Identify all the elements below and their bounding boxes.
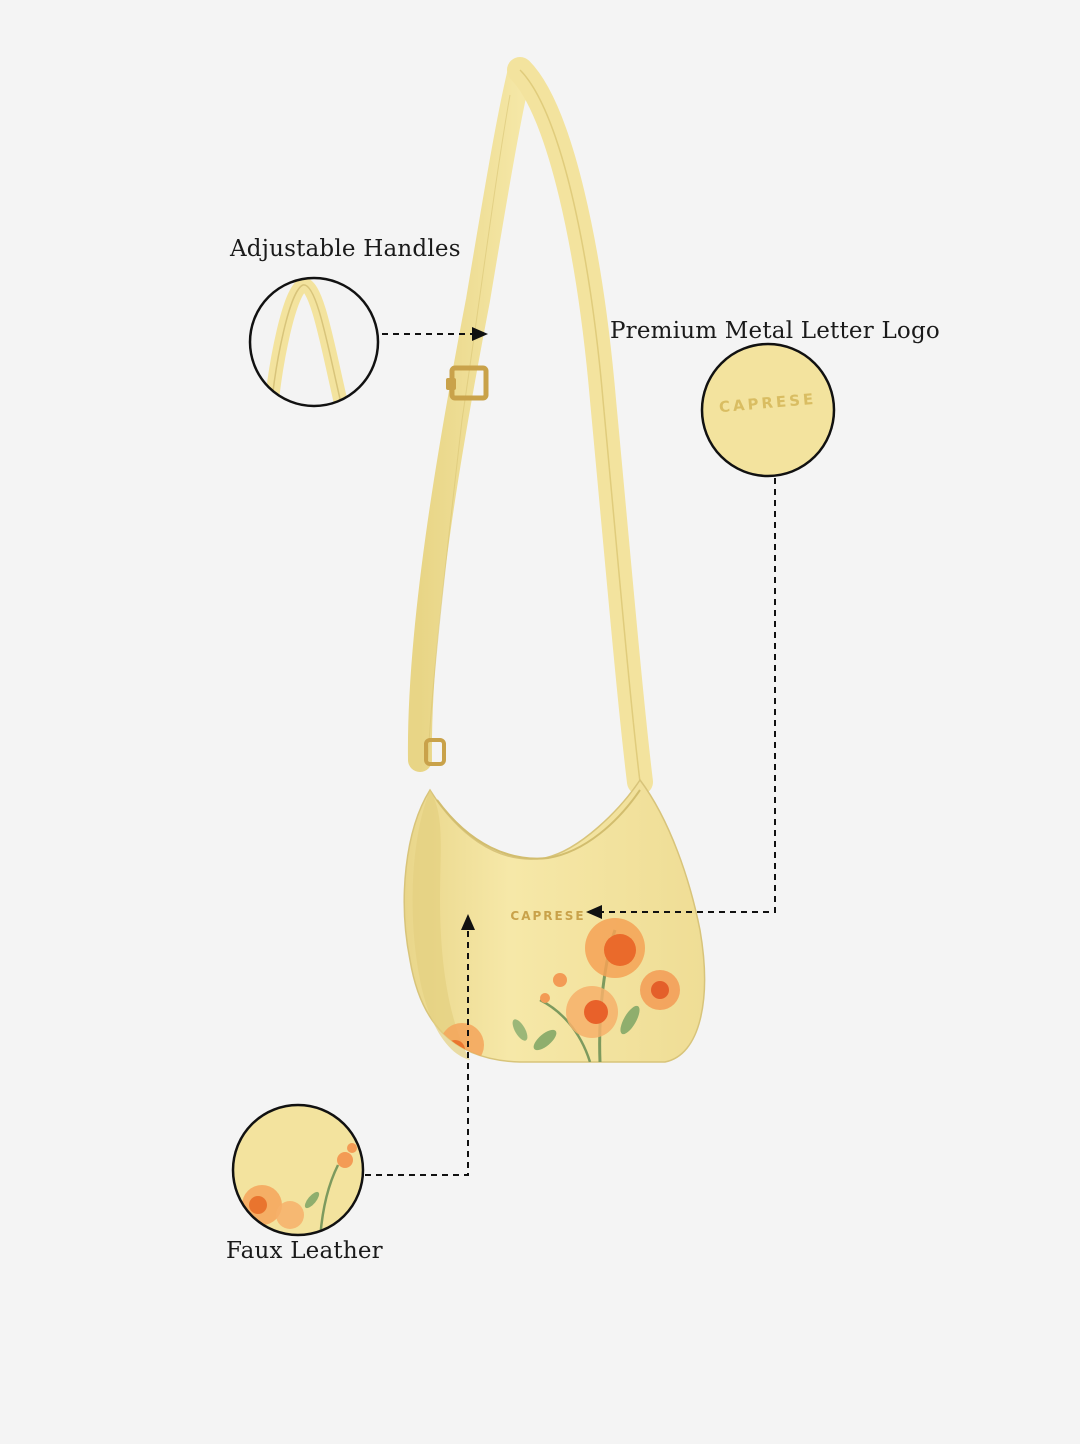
handles-zoom-circle xyxy=(248,276,380,408)
bag-logo: CAPRESE xyxy=(510,909,585,923)
bag-floral-print xyxy=(440,918,680,1062)
strap-front xyxy=(507,57,653,795)
connector-lines xyxy=(365,333,776,1176)
adjustable-handles-label: Adjustable Handles xyxy=(230,236,461,262)
leather-zoom-circle xyxy=(231,1103,365,1237)
strap-buckle xyxy=(446,365,489,401)
connector-arrowheads xyxy=(461,327,602,930)
logo-zoom-circle: CAPRESE xyxy=(700,342,836,478)
metal-logo-label: Premium Metal Letter Logo xyxy=(610,318,940,344)
faux-leather-label: Faux Leather xyxy=(226,1238,383,1264)
d-ring xyxy=(424,738,446,766)
strap-back xyxy=(407,58,532,772)
